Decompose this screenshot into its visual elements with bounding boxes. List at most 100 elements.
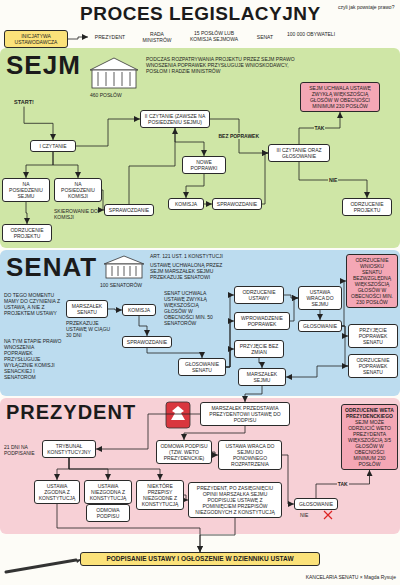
flow-arrow — [53, 152, 78, 178]
note-box: ODRZUCENIE WNIOSKU SENATU BEZWZGLĘDNĄ WI… — [346, 254, 398, 308]
node-text: 15 POSŁÓW LUB KOMISJA SEJMOWA — [183, 30, 245, 42]
node-text: MARSZAŁEK SEJMU — [242, 371, 282, 383]
process-box: KOMISJA — [168, 198, 204, 210]
edge-label: BEZ POPRAWEK — [218, 133, 261, 139]
senat-roof — [104, 256, 144, 264]
process-box: SPRAWOZDANIE — [122, 336, 172, 348]
process-box: NA POSIEDZENIU KOMISJI — [54, 178, 102, 202]
senat-ground — [0, 250, 400, 396]
highlight-box: PODPISANIE USTAWY I OGŁOSZENIE W DZIENNI… — [80, 552, 320, 566]
node-text: MARSZAŁEK PRZEDSTAWIA PREZYDENTOWI USTAW… — [204, 405, 286, 423]
node-text: MARSZAŁEK SENATU — [70, 303, 104, 315]
node-text: INICJATYWA USTAWODAWCZA — [8, 33, 64, 45]
process-box: ODRZUCENIE PROJEKTU — [342, 198, 392, 216]
flow-arrow — [200, 518, 235, 552]
flow-arrow — [57, 458, 69, 480]
node-text: SEJM MOŻE ODRZUCIĆ WETO PREZYDENTA WIĘKS… — [345, 419, 394, 467]
flow-arrow — [316, 470, 370, 498]
highlight-box: INICJATYWA USTAWODAWCZA — [4, 30, 68, 48]
flow-arrow — [299, 162, 367, 198]
process-box: NOWE POPRAWKI — [182, 156, 226, 174]
node-text: GŁOSOWANIE — [298, 501, 334, 507]
flow-arrow — [282, 455, 294, 504]
process-box: KOMISJA — [122, 304, 156, 316]
node-text: SEJM UCHWALA USTAWĘ ZWYKŁĄ WIĘKSZOŚCIĄ G… — [304, 85, 376, 109]
flow-arrow — [147, 348, 202, 358]
process-box: USTAWA WRACA DO SEJMU — [298, 286, 342, 310]
node-text: START! — [11, 99, 37, 106]
reject-cross — [324, 511, 332, 519]
process-box: GŁOSOWANIE — [294, 498, 338, 510]
node-text: USTAWA NIEZGODNA Z KONSTYTUCJĄ — [88, 483, 128, 501]
flow-arrow — [69, 458, 160, 480]
flow-arrow — [26, 152, 53, 178]
node-text: ODMOWA PODPISU (TZW. WETO PREZYDENCKIE) — [160, 443, 208, 461]
node-text: ODRZUCENIE PROJEKTU — [6, 227, 48, 239]
process-box: II CZYTANIE (ZAWSZE NA POSIEDZENIU SEJMU… — [140, 110, 210, 128]
flow-arrow — [76, 119, 140, 146]
flow-arrow — [26, 202, 27, 224]
note-text: PODCZAS ROZPATRYWANIA PROJEKTU PRZEZ SEJ… — [146, 56, 296, 74]
flow-arrow — [210, 119, 268, 153]
edge-label: NIE — [328, 177, 338, 183]
note-text: NA TYM ETAPIE PRAWO WNOSZENIA POPRAWEK P… — [4, 338, 64, 380]
sejm-ground — [0, 48, 400, 248]
flow-arrow — [262, 153, 268, 204]
flow-arrow — [226, 349, 234, 367]
note-text: USTAWĘ UCHWALONĄ PRZEZ SEJM MARSZAŁEK SE… — [150, 262, 226, 280]
diagram-title: PROCES LEGISLACYJNY — [80, 3, 321, 25]
process-box: ODRZUCENIE USTAWY — [234, 286, 284, 304]
node-text: RADA MINISTRÓW — [137, 31, 177, 43]
node-text: PRZYJĘCIE POPRAWEK SENATU — [352, 327, 394, 345]
node-text: TRYBUNAŁ KONSTYTUCYJNY — [46, 443, 92, 455]
node-text: ODRZUCENIE POPRAWEK SENATU — [352, 357, 394, 375]
node-text: SPRAWOZDANIE — [216, 201, 258, 207]
emblem-eagle — [171, 406, 185, 420]
process-box: WPROWADZENIE POPRAWEK — [234, 312, 290, 330]
sejm-columns — [98, 72, 130, 86]
node-text: ODMOWA PODPISU — [90, 507, 126, 519]
band-heading: SENAT — [6, 254, 97, 280]
node-text: I CZYTANIE — [34, 143, 72, 149]
initiator-text: 15 POSŁÓW LUB KOMISJA SEJMOWA — [182, 29, 246, 43]
process-box: PRZYJĘCIE POPRAWEK SENATU — [348, 324, 398, 348]
process-box: MARSZAŁEK SEJMU — [238, 368, 286, 386]
senat-columns — [112, 266, 136, 276]
process-box: USTAWA WRACA DO SEJMU DO PONOWNEGO ROZPA… — [218, 440, 282, 470]
sejm-roof — [90, 58, 138, 70]
node-text: SPRAWOZDANIE — [126, 339, 168, 345]
node-text: GŁOSOWANIE SENATU — [182, 361, 222, 373]
process-box: ODRZUCENIE PROJEKTU — [2, 224, 52, 242]
flow-arrow — [184, 426, 245, 440]
initiator-text: SENAT — [250, 33, 280, 41]
process-box: SPRAWOZDANIE — [104, 204, 154, 216]
node-text: NA POSIEDZENIU KOMISJI — [58, 181, 98, 199]
band-heading: PREZYDENT — [6, 402, 136, 422]
flow-arrow — [57, 504, 200, 552]
process-box: I CZYTANIE — [30, 140, 76, 152]
note-text: SKIEROWANIE DO KOMISJI — [54, 208, 100, 220]
process-box: PRZYJĘCIE BEZ ZMIAN — [234, 340, 284, 358]
process-box: MARSZAŁEK SENATU — [66, 300, 108, 318]
initiator-text: 100 000 OBYWATELI — [284, 30, 338, 38]
note-text: PRZEKAZUJE USTAWĘ W CIĄGU 30 DNI — [66, 320, 116, 338]
node-text: USTAWA WRACA DO SEJMU DO PONOWNEGO ROZPA… — [222, 443, 278, 467]
flow-arrow — [24, 107, 53, 140]
node-text: II CZYTANIE (ZAWSZE NA POSIEDZENIU SEJMU… — [144, 113, 206, 125]
node-text: PREZYDENT, PO ZASIĘGNIĘCIU OPINII MARSZA… — [192, 485, 278, 515]
node-text: USTAWA ZGODNA Z KONSTYTUCJĄ — [38, 483, 76, 501]
emblem-shield — [166, 402, 190, 428]
process-box: ODMOWA PODPISU (TZW. WETO PREZYDENCKIE) — [156, 440, 212, 464]
process-box: USTAWA ZGODNA Z KONSTYTUCJĄ — [34, 480, 80, 504]
note-box: SEJM UCHWALA USTAWĘ ZWYKŁĄ WIĘKSZOŚCIĄ G… — [300, 82, 380, 112]
node-text: SENAT — [251, 34, 279, 40]
process-box: III CZYTANIE ORAZ GŁOSOWANIE — [268, 144, 330, 162]
flow-arrow — [226, 321, 234, 367]
flow-arrow — [290, 298, 298, 321]
node-text: USTAWA WRACA DO SEJMU — [302, 289, 338, 307]
flow-arrow — [68, 37, 88, 39]
note-text: ART. 121 UST. 1 KONSTYTUCJI — [150, 253, 226, 259]
note-text: SENAT UCHWALA USTAWĘ ZWYKŁĄ WIĘKSZOŚCIĄ … — [164, 290, 220, 326]
node-text: NIEKTÓRE PRZEPISY NIEZGODNE Z KONSTYTUCJ… — [140, 483, 180, 507]
